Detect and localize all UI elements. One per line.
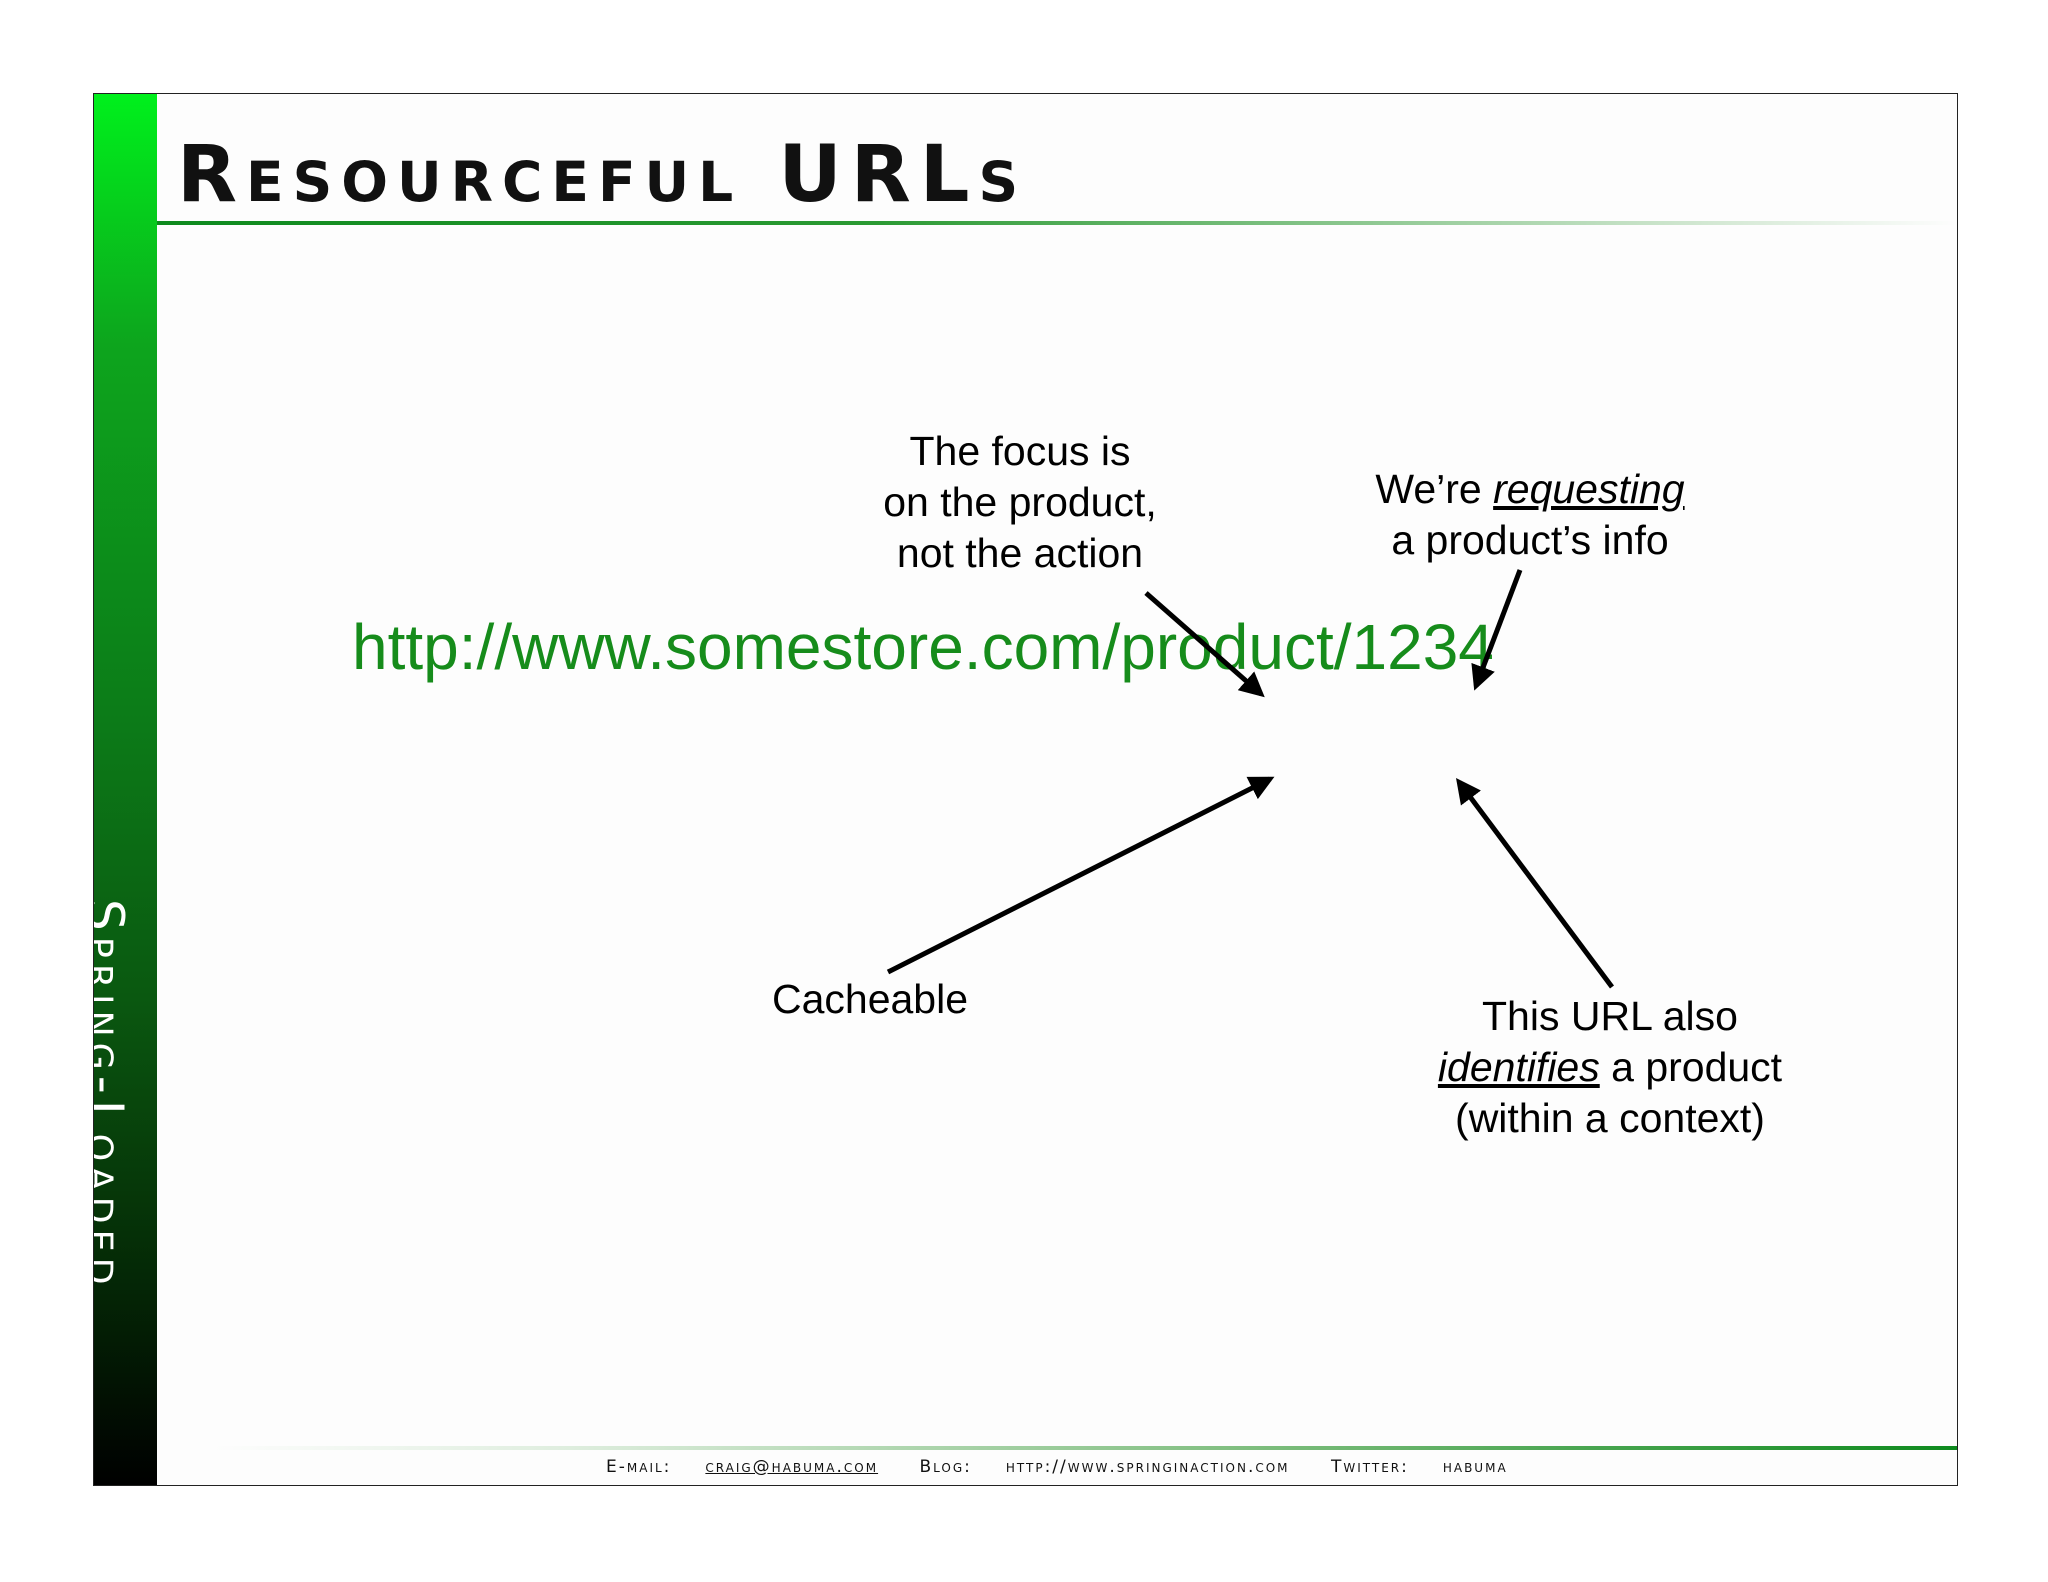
callout-requesting-line1: We’re requesting xyxy=(1340,464,1720,515)
callout-focus-line1: The focus is xyxy=(909,428,1131,474)
callout-focus: The focus is on the product, not the act… xyxy=(880,426,1160,579)
footer-blog-value: http://www.springinaction.com xyxy=(1005,1457,1290,1477)
arrow-identifies xyxy=(1456,777,1615,989)
callout-requesting-line2: a product’s info xyxy=(1391,517,1669,563)
callout-identifies-line3: (within a context) xyxy=(1455,1095,1765,1141)
slide: Spring-Loaded Resourceful URLs E-mail:cr… xyxy=(93,93,1958,1486)
callout-requesting: We’re requesting a product’s info xyxy=(1340,464,1720,566)
footer-email-label: E-mail: xyxy=(606,1457,672,1477)
slide-title: Resourceful URLs xyxy=(177,130,1028,220)
callout-identifies: This URL also identifies a product (with… xyxy=(1410,991,1810,1144)
footer-twitter-label: Twitter: xyxy=(1330,1457,1409,1477)
footer-email-link[interactable]: craig@habuma.com xyxy=(705,1457,879,1477)
footer-rule xyxy=(214,1446,1957,1450)
arrow-focus xyxy=(1144,591,1265,698)
footer: E-mail: craig@habuma.com Blog: http://www.… xyxy=(606,1459,1542,1476)
arrow-cacheable xyxy=(886,776,1275,975)
callout-identifies-rest: a product xyxy=(1599,1044,1783,1090)
callout-requesting-prefix: We’re xyxy=(1375,466,1494,512)
footer-blog-label: Blog: xyxy=(919,1457,972,1477)
footer-twitter-value: habuma xyxy=(1442,1457,1508,1477)
callout-identifies-emphasis: identifies xyxy=(1437,1044,1600,1090)
callout-identifies-line1: This URL also xyxy=(1482,993,1738,1039)
arrow-requesting xyxy=(1471,569,1523,691)
callout-requesting-emphasis: requesting xyxy=(1493,466,1685,512)
callout-identifies-line2: identifies a product xyxy=(1410,1042,1810,1093)
title-underline xyxy=(157,221,1957,225)
side-bar xyxy=(94,94,157,1485)
callout-focus-line3: not the action xyxy=(896,530,1144,576)
callout-cacheable: Cacheable xyxy=(771,976,969,1022)
callout-focus-line2: on the product, xyxy=(883,479,1157,525)
example-url: http://www.somestore.com/product/1234 xyxy=(352,611,1494,683)
